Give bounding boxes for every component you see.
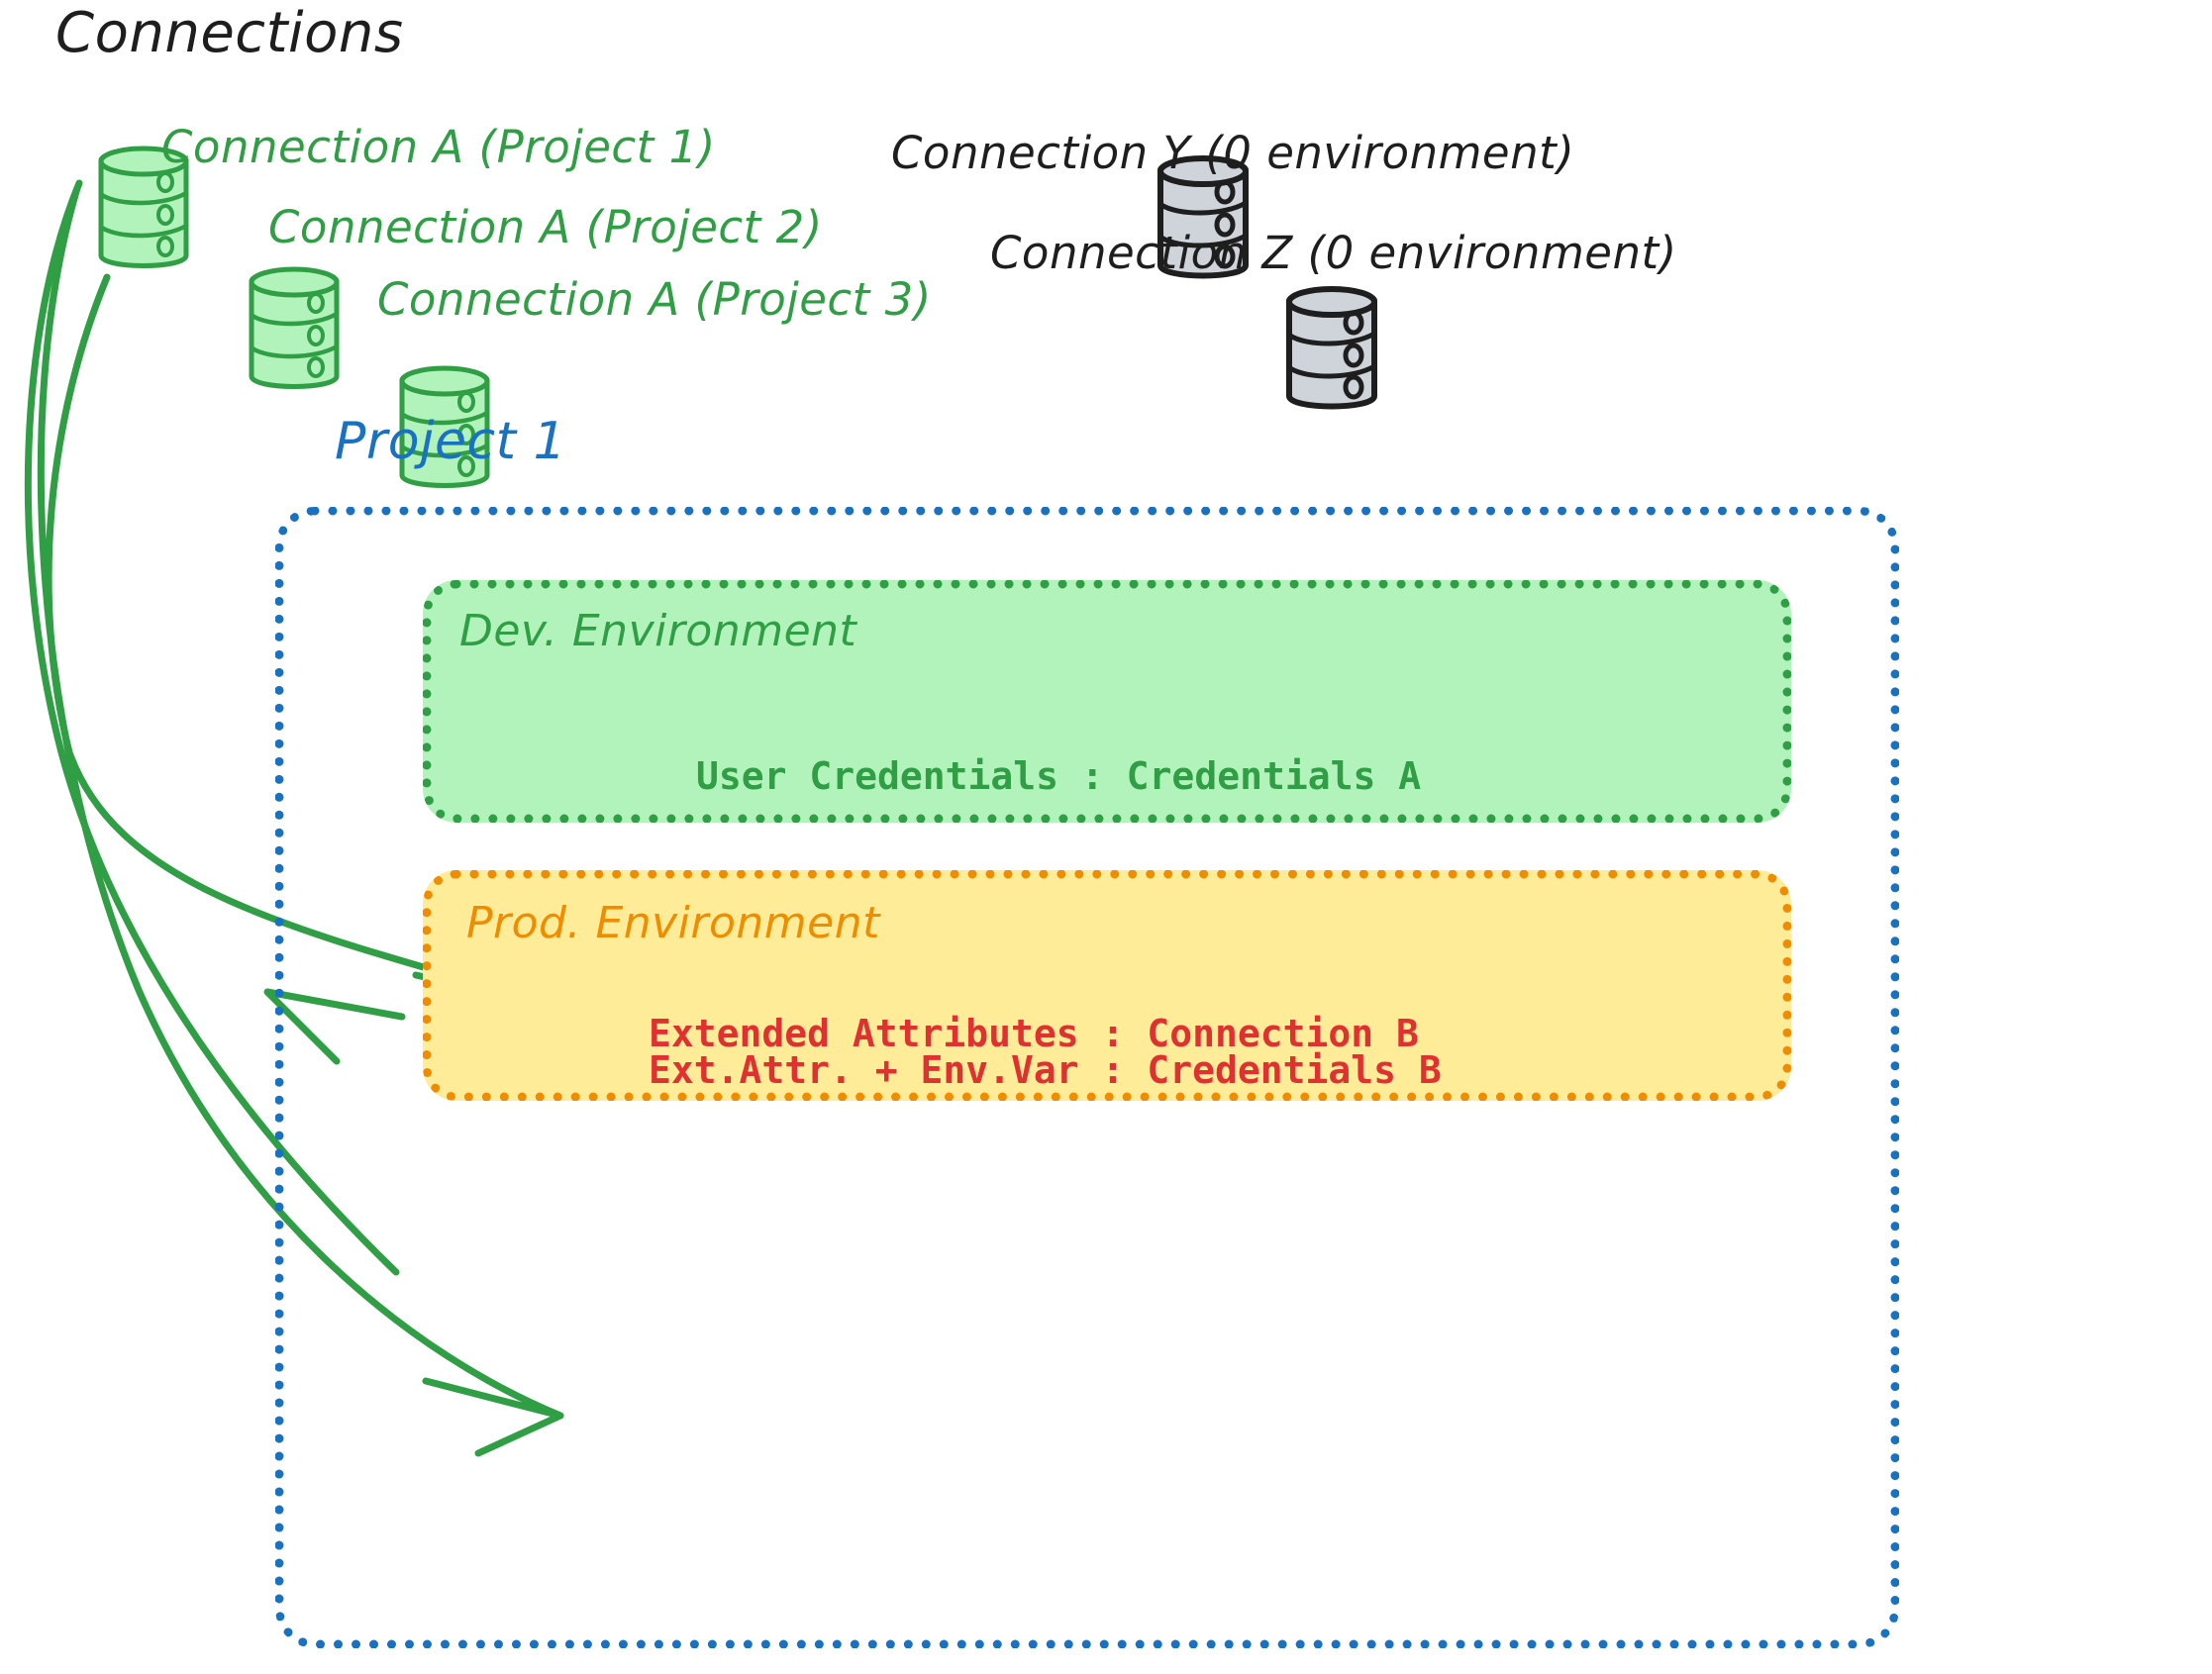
dev-environment-credentials-line: User Credentials : Credentials A	[696, 754, 1422, 798]
prod-environment-box	[423, 870, 1791, 1101]
page-title: Connections	[55, 1, 404, 65]
connection-label-y: Connection Y (0 environment)	[891, 127, 1575, 179]
connection-label-a-project-1: Connection A (Project 1)	[161, 121, 716, 173]
prod-environment-env-var-line: Ext.Attr. + Env.Var : Credentials B	[649, 1048, 1442, 1092]
connection-label-z: Connection Z (0 environment)	[990, 227, 1677, 279]
connection-label-a-project-2: Connection A (Project 2)	[268, 201, 823, 253]
dev-environment-title: Dev. Environment	[459, 606, 857, 656]
project-container	[275, 507, 1899, 1648]
dev-environment-box	[423, 580, 1791, 823]
connection-label-a-project-3: Connection A (Project 3)	[377, 273, 932, 326]
database-cylinder-icon	[249, 266, 340, 389]
prod-environment-title: Prod. Environment	[466, 898, 880, 948]
database-cylinder-icon	[1286, 286, 1377, 410]
project-title: Project 1	[335, 412, 567, 471]
prod-environment-extended-attributes-line: Extended Attributes : Connection B	[649, 1012, 1419, 1055]
